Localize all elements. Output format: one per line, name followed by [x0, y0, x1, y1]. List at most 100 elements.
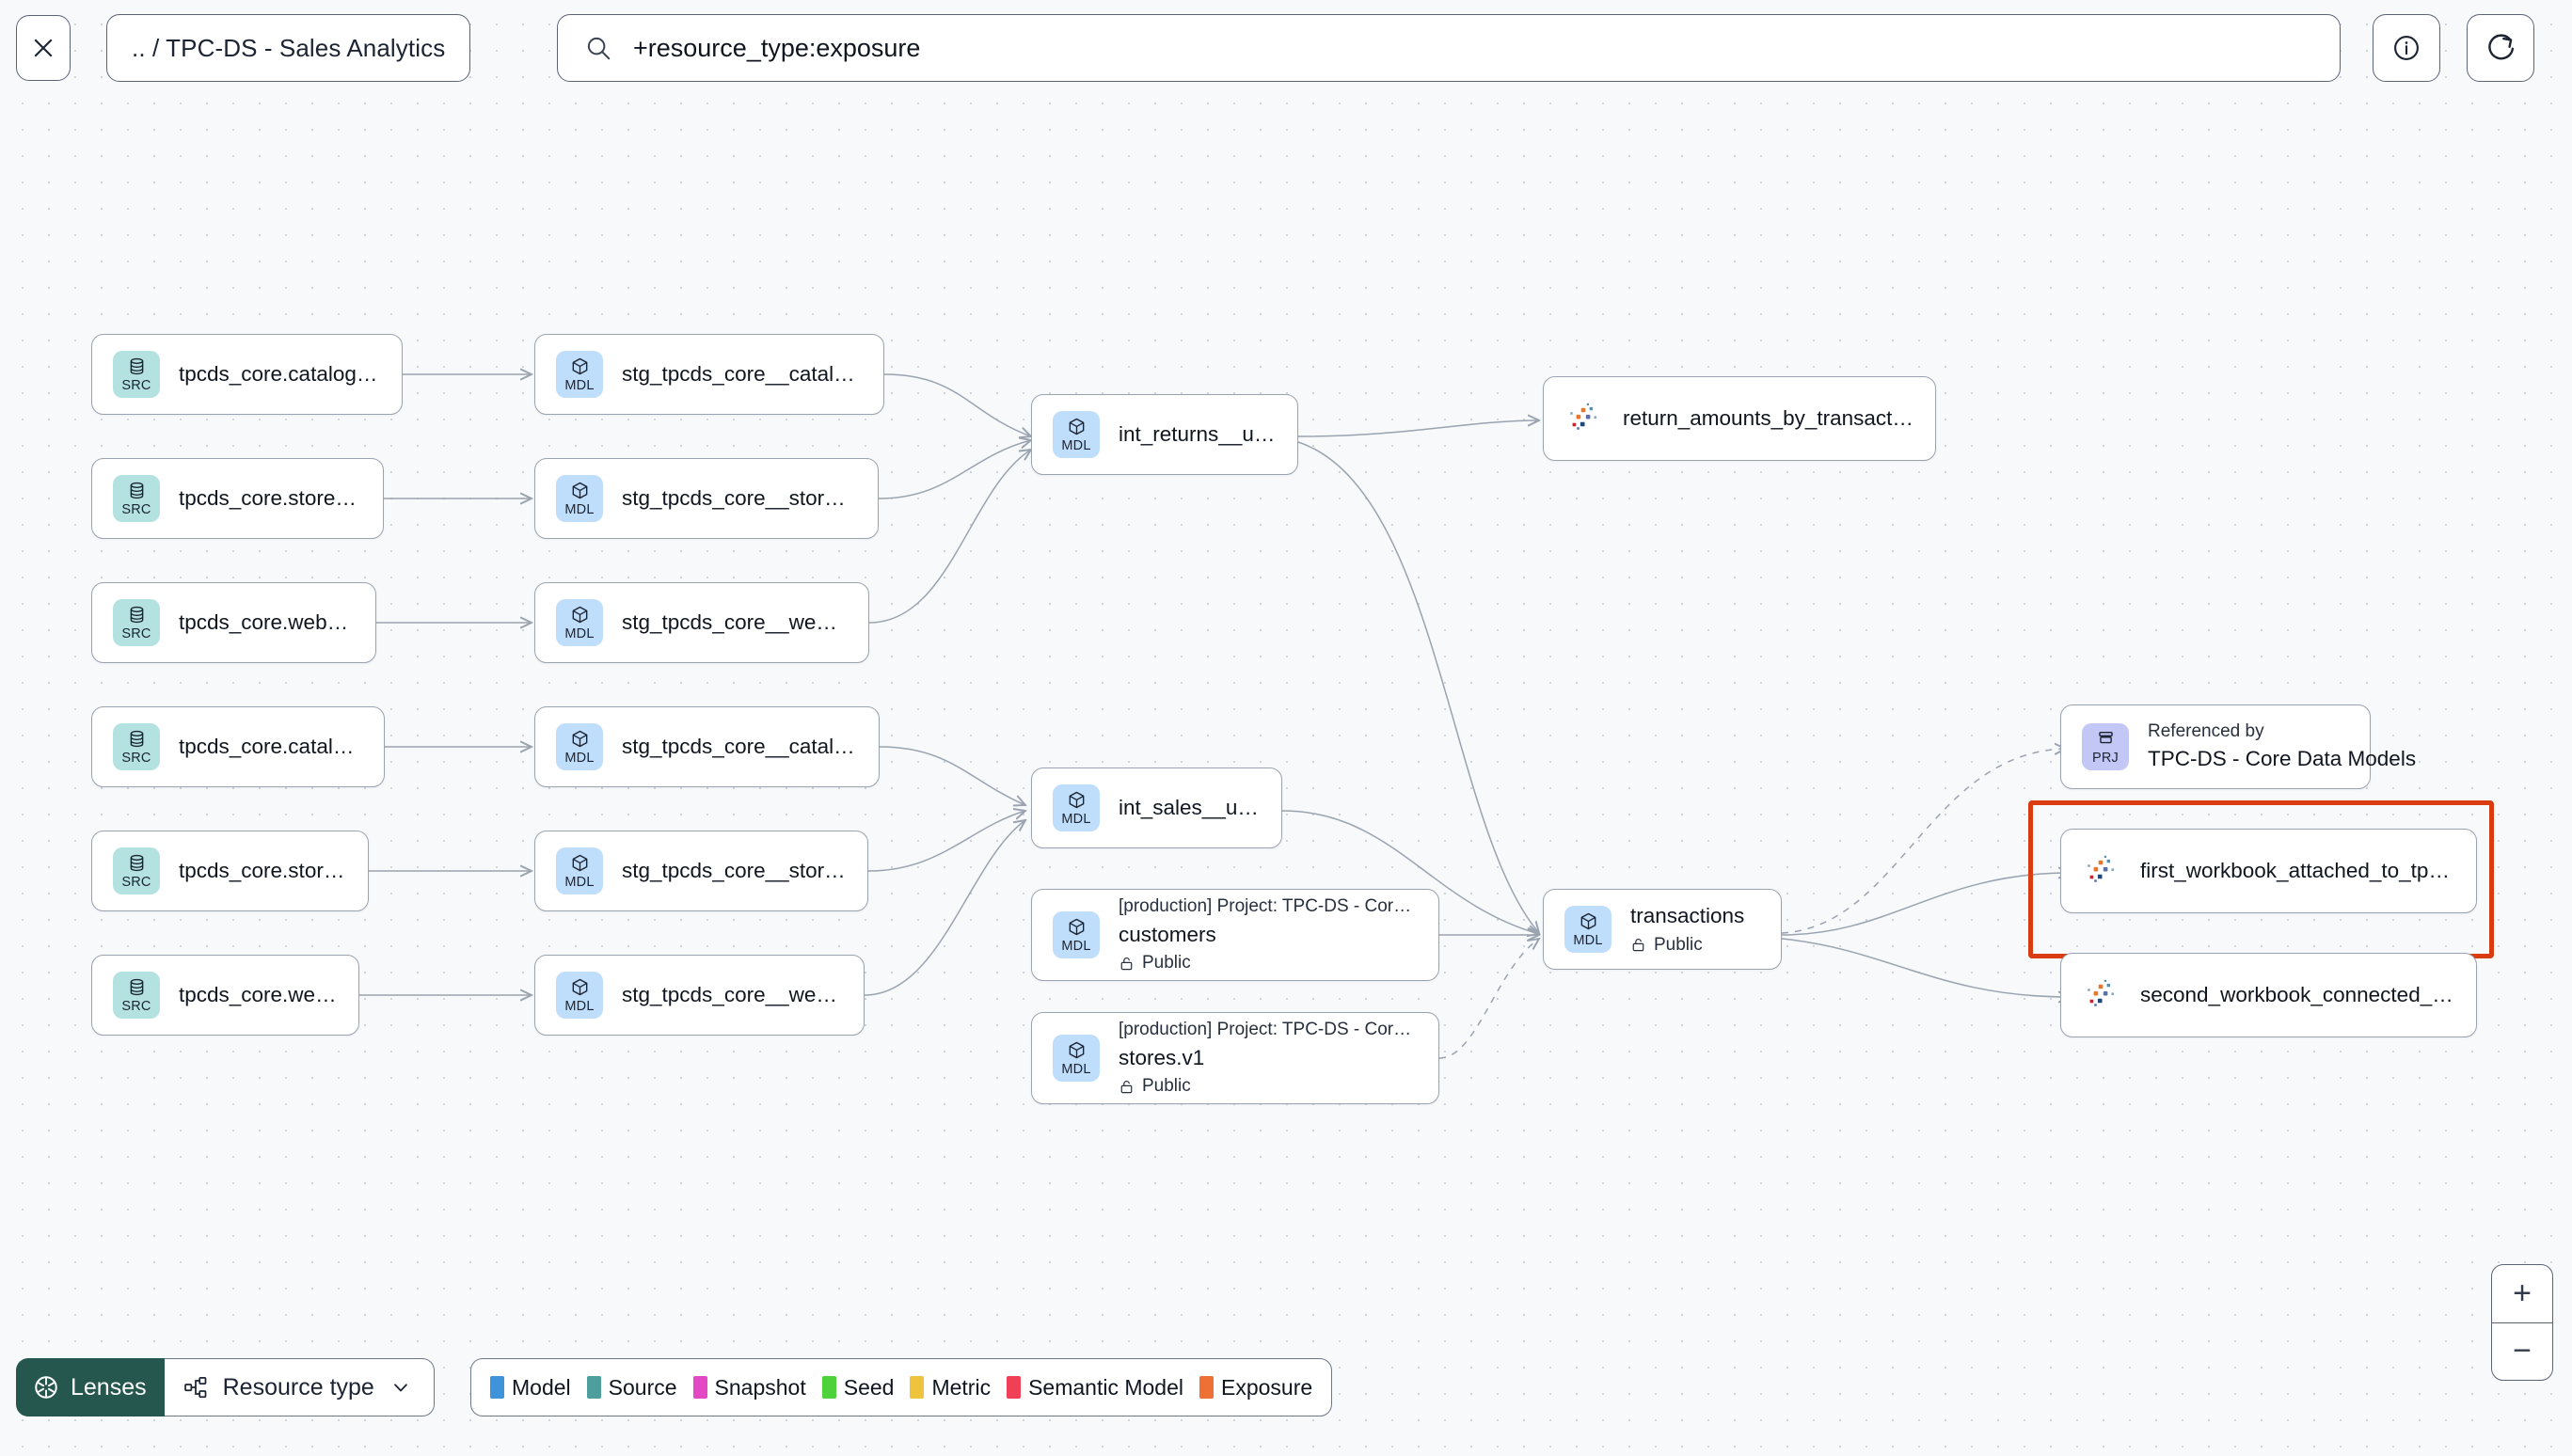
- database-icon: [127, 852, 147, 874]
- chevron-down-icon: [393, 1384, 407, 1392]
- database-icon: [127, 976, 147, 998]
- graph-node-exposure[interactable]: first_workbook_attached_to_tpc-ds_-_…: [2060, 829, 2477, 913]
- visibility-label: Public: [1142, 953, 1191, 973]
- legend-item-seed[interactable]: Seed: [821, 1374, 895, 1401]
- graph-node-exposure[interactable]: return_amounts_by_transaction_type: [1543, 376, 1936, 461]
- badge-text: MDL: [1061, 1062, 1091, 1078]
- unlock-icon: [1632, 938, 1644, 951]
- badge-text: MDL: [564, 751, 595, 767]
- graph-node-source[interactable]: SRC tpcds_core.catalog_sales: [91, 706, 385, 787]
- project-badge: PRJ: [2082, 723, 2129, 770]
- graph-node-exposure[interactable]: second_workbook_connected_to_live…: [2060, 953, 2477, 1037]
- node-label: tpcds_core.store_returns: [179, 486, 362, 510]
- lenses-control-group: Lenses Resource type: [16, 1358, 435, 1416]
- badge-text: MDL: [564, 626, 595, 642]
- model-badge: MDL: [556, 723, 603, 770]
- graph-node-model[interactable]: MDL stg_tpcds_core__web_returns: [534, 582, 869, 663]
- node-label: tpcds_core.catalog_sales: [179, 735, 363, 758]
- legend-swatch: [490, 1376, 504, 1399]
- refresh-button[interactable]: [2467, 14, 2534, 82]
- cube-icon: [1067, 789, 1087, 811]
- node-label: customers: [1119, 922, 1216, 946]
- badge-text: PRJ: [2092, 751, 2119, 767]
- badge-text: SRC: [121, 875, 151, 891]
- graph-node-source[interactable]: SRC tpcds_core.store_returns: [91, 458, 384, 539]
- zoom-in-button[interactable]: +: [2513, 1274, 2532, 1311]
- legend-item-metric[interactable]: Metric: [910, 1375, 991, 1401]
- legend-item-model[interactable]: Model: [490, 1375, 571, 1401]
- legend-item-semantic-model[interactable]: Semantic Model: [1007, 1375, 1183, 1401]
- node-label: first_workbook_attached_to_tpc-ds_-_…: [2140, 859, 2455, 882]
- info-icon: [2394, 36, 2419, 60]
- legend-item-exposure[interactable]: Exposure: [1199, 1375, 1312, 1401]
- legend-label: Model: [512, 1374, 571, 1400]
- graph-node-project[interactable]: PRJ Referenced by TPC-DS - Core Data Mod…: [2060, 704, 2417, 789]
- tableau-icon: [1570, 403, 1597, 430]
- node-label: stg_tpcds_core__catalog_returns: [622, 362, 863, 386]
- cube-icon: [570, 480, 590, 501]
- graph-node-source[interactable]: SRC tpcds_core.web_sales: [91, 955, 359, 1036]
- legend-label: Seed: [843, 1374, 895, 1400]
- node-visibility: Public: [1630, 932, 1760, 958]
- node-label: stg_tpcds_core__web_sales: [622, 983, 843, 1006]
- database-icon: [127, 480, 147, 501]
- legend-item-source[interactable]: Source: [586, 1375, 677, 1401]
- source-badge: SRC: [113, 351, 160, 398]
- node-label: stg_tpcds_core__catalog_sales: [622, 735, 858, 758]
- node-label: return_amounts_by_transaction_type: [1623, 406, 1914, 430]
- legend-label: Metric: [931, 1374, 992, 1400]
- search-bar[interactable]: +resource_type:exposure: [557, 14, 2341, 82]
- model-badge: MDL: [1053, 411, 1100, 458]
- node-label: TPC-DS - Core Data Models: [2148, 747, 2417, 771]
- graph-node-model[interactable]: MDL transactions Public: [1543, 889, 1782, 970]
- model-badge: MDL: [556, 351, 603, 398]
- node-label: stores.v1: [1119, 1045, 1205, 1069]
- tableau-icon: [2088, 979, 2115, 1006]
- legend-swatch: [1199, 1376, 1214, 1399]
- graph-node-model[interactable]: MDL int_sales__unioned: [1031, 768, 1282, 848]
- cube-icon: [1067, 416, 1087, 437]
- info-button[interactable]: [2373, 14, 2440, 82]
- resource-type-dropdown[interactable]: Resource type: [164, 1358, 435, 1416]
- lenses-label: Lenses: [71, 1373, 147, 1401]
- badge-text: SRC: [121, 378, 151, 394]
- close-button[interactable]: [16, 15, 71, 81]
- refresh-icon: [2488, 34, 2515, 60]
- graph-node-source[interactable]: SRC tpcds_core.store_sales: [91, 831, 369, 911]
- model-badge: MDL: [556, 972, 603, 1019]
- breadcrumb[interactable]: .. / TPC-DS - Sales Analytics: [106, 14, 471, 82]
- graph-node-source[interactable]: SRC tpcds_core.catalog_returns: [91, 334, 403, 415]
- model-badge: MDL: [1053, 784, 1100, 831]
- database-icon: [127, 604, 147, 625]
- node-visibility: Public: [1119, 1073, 1418, 1100]
- search-input[interactable]: +resource_type:exposure: [633, 33, 921, 62]
- legend-item-snapshot[interactable]: Snapshot: [692, 1375, 806, 1401]
- node-label: tpcds_core.web_returns: [179, 610, 355, 634]
- cube-icon: [1067, 1039, 1087, 1061]
- model-badge: MDL: [1564, 906, 1611, 953]
- cube-icon: [570, 604, 590, 625]
- project-icon: [2096, 728, 2116, 750]
- graph-node-model[interactable]: MDL [production] Project: TPC-DS - Core …: [1031, 1012, 1439, 1104]
- cube-icon: [570, 976, 590, 998]
- node-label: int_sales__unioned: [1119, 796, 1261, 819]
- legend-swatch: [586, 1376, 601, 1399]
- zoom-controls: + −: [2491, 1264, 2553, 1381]
- graph-node-model[interactable]: MDL stg_tpcds_core__catalog_returns: [534, 334, 884, 415]
- graph-node-model[interactable]: MDL stg_tpcds_core__store_sales: [534, 831, 868, 911]
- node-label: int_returns__unioned: [1119, 422, 1277, 446]
- zoom-out-button[interactable]: −: [2492, 1321, 2552, 1381]
- graph-node-model[interactable]: MDL stg_tpcds_core__web_sales: [534, 955, 865, 1036]
- graph-node-model[interactable]: MDL stg_tpcds_core__store_returns: [534, 458, 879, 539]
- lenses-button[interactable]: Lenses: [16, 1358, 165, 1416]
- graph-node-model[interactable]: MDL stg_tpcds_core__catalog_sales: [534, 706, 880, 787]
- graph-node-model[interactable]: MDL int_returns__unioned: [1031, 394, 1298, 475]
- node-label: tpcds_core.web_sales: [179, 983, 338, 1006]
- cube-icon: [1579, 910, 1598, 932]
- graph-node-source[interactable]: SRC tpcds_core.web_returns: [91, 582, 376, 663]
- graph-node-model[interactable]: MDL [production] Project: TPC-DS - Core …: [1031, 889, 1439, 981]
- legend-swatch: [821, 1376, 836, 1399]
- source-badge: SRC: [113, 475, 160, 522]
